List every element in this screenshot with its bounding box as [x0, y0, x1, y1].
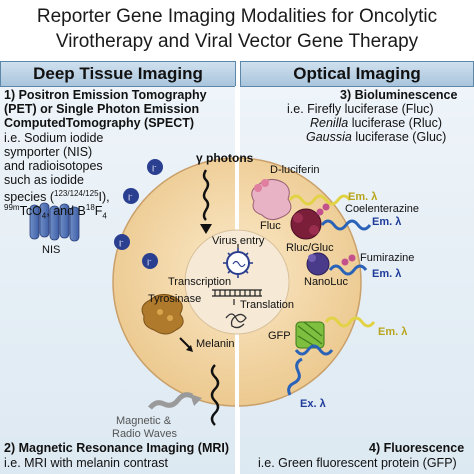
pet-desc-line-4: such as iodide [4, 173, 84, 187]
emission-label-4: Em. λ [378, 326, 408, 338]
figure-title-line-1: Reporter Gene Imaging Modalities for Onc… [36, 6, 438, 27]
nanoluc-icon [306, 252, 330, 276]
iodide-label-1: I- [152, 163, 157, 174]
magnetic-arrow-head [190, 394, 202, 406]
gfp-icon [295, 321, 325, 349]
pet-desc-line-2: symporter (NIS) [4, 145, 93, 159]
figure-title-line-2: Virotherapy and Viral Vector Gene Therap… [55, 31, 419, 52]
dna-icon [212, 289, 262, 297]
protein-icon [225, 313, 247, 329]
iodide-label-3: I- [119, 238, 124, 249]
excitation-label: Ex. λ [300, 398, 326, 410]
nucleus [184, 229, 290, 335]
fluorescence-desc: i.e. Green fluorescent protein (GFP) [258, 456, 457, 470]
rluc-icon [290, 208, 322, 240]
pet-heading-line-2: (PET) or Single Photon Emission [4, 102, 200, 116]
mri-desc: i.e. MRI with melanin contrast [4, 456, 168, 470]
gfp-label: GFP [268, 330, 291, 342]
magnetic-label-line-2: Radio Waves [112, 428, 178, 440]
deep-tissue-header: Deep Tissue Imaging [0, 61, 236, 87]
dluciferin-molecule [254, 179, 269, 192]
gamma-arrow-head [200, 224, 212, 234]
tyrosinase-label: Tyrosinase [148, 293, 202, 305]
pet-desc-line-3: and radioisotopes [4, 159, 103, 173]
mri-heading: 2) Magnetic Resonance Imaging (MRI) [4, 441, 230, 455]
translation-label: Translation [240, 299, 295, 311]
pet-heading-line-1: 1) Positron Emission Tomography [4, 88, 207, 102]
gamma-wave-icon [202, 169, 210, 221]
iodide-ion-icons [114, 159, 163, 269]
nanoluc-label: NanoLuc [304, 276, 349, 288]
bioluminescence-heading: 3) Bioluminescence [340, 88, 458, 102]
pet-desc-line-5: species (123/124/125I), [4, 189, 110, 205]
optical-header: Optical Imaging [240, 61, 474, 87]
transcription-label: Transcription [168, 276, 232, 288]
bioluminescence-desc-1: i.e. Firefly luciferase (Fluc) [287, 102, 434, 116]
magnetic-label-line-1: Magnetic & [116, 415, 172, 427]
pet-heading-line-3: ComputedTomography (SPECT) [4, 116, 195, 130]
fumirazine-molecule [341, 254, 356, 266]
iodide-label-2: I- [128, 192, 133, 203]
pet-desc-line-1: i.e. Sodium iodide [4, 131, 104, 145]
gamma-photons-label: γ photons [196, 151, 254, 165]
melanin-arrow [179, 337, 191, 349]
emission-wave-1 [288, 194, 352, 206]
nis-label: NIS [42, 244, 61, 256]
rluc-gluc-label: Rluc/Gluc [286, 242, 334, 254]
emission-wave-4 [324, 316, 376, 328]
fluc-label: Fluc [260, 220, 281, 232]
magnetic-wave-icon [148, 392, 194, 410]
coelenterazine-label: Coelenterazine [345, 203, 419, 215]
melanin-label: Melanin [196, 338, 235, 350]
emission-label-3: Em. λ [372, 268, 402, 280]
melanin-wave-icon [210, 364, 220, 426]
bioluminescence-desc-3: Gaussia luciferase (Gluc) [306, 130, 447, 144]
emission-wave-3 [328, 264, 368, 276]
fluorescence-heading: 4) Fluorescence [369, 441, 465, 455]
fumirazine-label: Fumirazine [360, 252, 415, 264]
nis-transporter-icon [29, 202, 80, 242]
dluciferin-label: D-luciferin [270, 164, 320, 176]
pet-desc-line-6: 99mTcO4, and B18F4 [4, 203, 107, 221]
coelenterazine-molecule [316, 203, 330, 216]
bioluminescence-desc-2: Renilla luciferase (Rluc) [310, 116, 442, 130]
emission-label-1: Em. λ [348, 191, 378, 203]
melanin-arrow-head [186, 345, 193, 352]
virus-icon [223, 248, 253, 278]
tyrosinase-icon [141, 294, 184, 335]
excitation-wave [294, 344, 334, 356]
iodide-label-4: I- [147, 257, 152, 268]
virus-entry-label: Virus entry [212, 235, 265, 247]
emission-wave-2 [320, 219, 372, 231]
emission-label-2: Em. λ [372, 216, 402, 228]
excitation-wave-lower [287, 357, 303, 396]
